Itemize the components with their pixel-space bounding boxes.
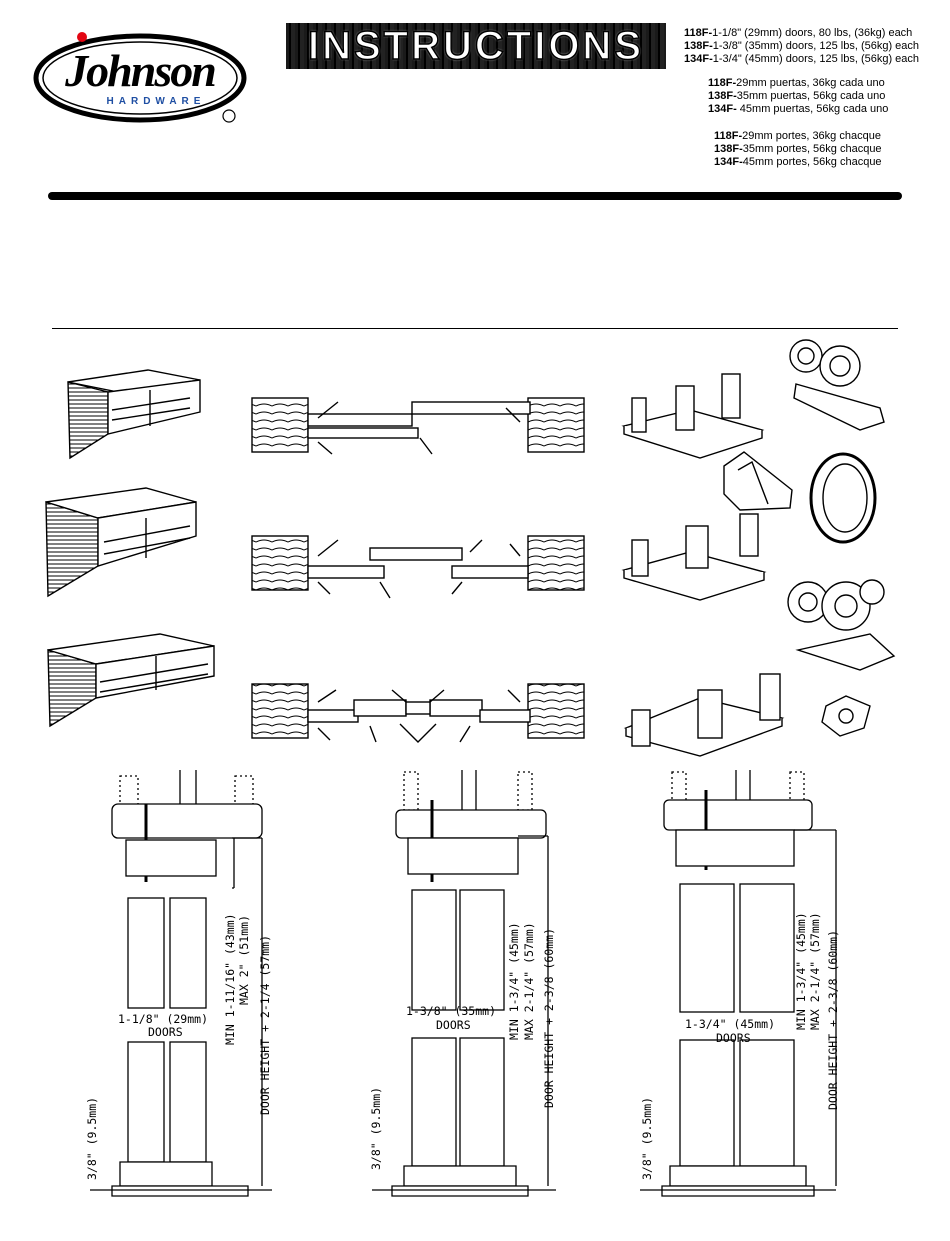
height-dimension-3: DOOR HEIGHT + 2-3/8 (60mm) bbox=[826, 929, 840, 1110]
max-dimension-1: MAX 2" (51mm) bbox=[237, 914, 251, 1005]
section-divider bbox=[52, 328, 898, 329]
top-view-diagram-2 bbox=[251, 535, 585, 599]
doors-label-1: DOORS bbox=[148, 1025, 183, 1039]
door-stop bbox=[723, 451, 793, 511]
spec-line: 138F-35mm puertas, 56kg cada uno bbox=[708, 90, 886, 102]
nut-bracket bbox=[821, 695, 871, 737]
elevation-diagram-138f bbox=[372, 770, 556, 1197]
elevation-diagram-118f bbox=[90, 770, 272, 1197]
spec-line: 138F-1-3/8" (35mm) doors, 125 lbs, (56kg… bbox=[684, 40, 920, 52]
doors-label-2: DOORS bbox=[436, 1018, 471, 1032]
logo-wordmark: Johnson bbox=[64, 45, 215, 96]
spec-line: 134F-45mm portes, 56kg chacque bbox=[714, 156, 882, 168]
banner-title: INSTRUCTIONS bbox=[307, 23, 644, 69]
track-profile-118f bbox=[67, 369, 201, 460]
gap-dimension-3: 3/8" (9.5mm) bbox=[640, 1096, 654, 1180]
header-divider bbox=[48, 192, 902, 200]
roller-hanger-2 bbox=[787, 579, 896, 671]
floor-guide-2 bbox=[621, 513, 767, 601]
height-dimension-1: DOOR HEIGHT + 2-1/4 (57mm) bbox=[258, 934, 272, 1115]
johnson-hardware-logo: Johnson HARDWARE bbox=[33, 32, 247, 123]
roller-hanger-1 bbox=[789, 339, 885, 431]
door-size-label-1: 1-1/8" (29mm) bbox=[118, 1012, 209, 1026]
spec-line: 134F- 45mm puertas, 56kg cada uno bbox=[708, 103, 889, 115]
top-view-diagram-3 bbox=[251, 683, 585, 743]
gap-dimension-2: 3/8" (9.5mm) bbox=[369, 1086, 383, 1170]
track-profile-134f bbox=[47, 633, 215, 728]
height-dimension-2: DOOR HEIGHT + 2-3/8 (60mm) bbox=[542, 927, 556, 1108]
max-dimension-3: MAX 2-1/4" (57mm) bbox=[808, 912, 822, 1030]
ring-pull bbox=[809, 452, 877, 544]
floor-guide-1 bbox=[621, 373, 765, 459]
spec-line: 118F-29mm portes, 36kg chacque bbox=[714, 130, 881, 142]
min-dimension-1: MIN 1-11/16" (43mm) bbox=[223, 913, 237, 1045]
spec-line: 118F-29mm puertas, 36kg cada uno bbox=[708, 77, 885, 89]
max-dimension-2: MAX 2-1/4" (57mm) bbox=[522, 922, 536, 1040]
door-size-label-3: 1-3/4" (45mm) bbox=[685, 1017, 776, 1031]
elevation-diagram-134f bbox=[640, 770, 837, 1197]
specs-english: 118F-1-1/8" (29mm) doors, 80 lbs, (36kg)… bbox=[684, 27, 919, 66]
spec-line: 138F-35mm portes, 56kg chacque bbox=[714, 143, 882, 155]
min-dimension-3: MIN 1-3/4" (45mm) bbox=[794, 912, 808, 1030]
top-view-diagram-1 bbox=[251, 397, 585, 455]
elevation-diagrams bbox=[90, 770, 837, 1197]
spec-line: 134F-1-3/4" (45mm) doors, 125 lbs, (56kg… bbox=[684, 53, 920, 65]
door-size-label-2: 1-3/8" (35mm) bbox=[406, 1004, 497, 1018]
instructions-banner: INSTRUCTIONS bbox=[286, 23, 666, 69]
spec-line: 118F-1-1/8" (29mm) doors, 80 lbs, (36kg)… bbox=[684, 27, 913, 39]
specs-spanish: 118F-29mm puertas, 36kg cada uno 138F-35… bbox=[708, 77, 888, 116]
floor-guide-3 bbox=[623, 673, 785, 757]
track-profile-138f bbox=[45, 487, 197, 598]
hardware-illustrations bbox=[45, 339, 896, 757]
specs-french: 118F-29mm portes, 36kg chacque 138F-35mm… bbox=[714, 130, 882, 169]
logo-subtitle: HARDWARE bbox=[107, 96, 206, 107]
min-dimension-2: MIN 1-3/4" (45mm) bbox=[507, 922, 521, 1040]
doors-label-3: DOORS bbox=[716, 1031, 751, 1045]
gap-dimension-1: 3/8" (9.5mm) bbox=[85, 1096, 99, 1180]
